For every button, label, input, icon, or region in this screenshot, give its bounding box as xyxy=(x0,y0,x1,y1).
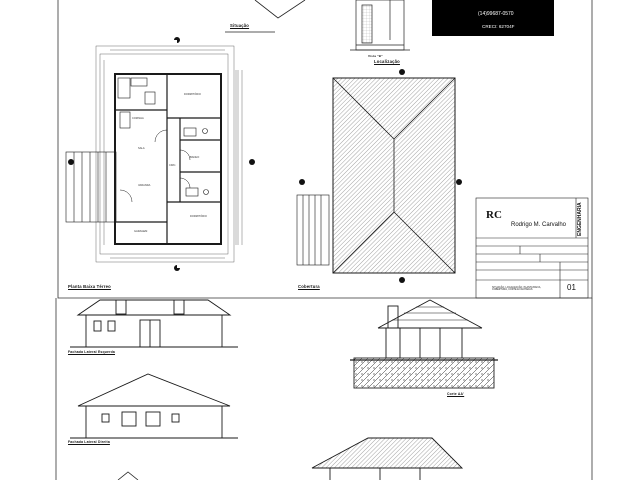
bottom-sketch xyxy=(117,471,139,481)
right-elevation xyxy=(70,373,238,439)
room-dormitorio-2: DORMITÓRIO xyxy=(190,215,207,218)
caption-localizacao: Localização xyxy=(374,59,400,64)
room-varanda: VARANDA xyxy=(138,184,151,187)
title-role: ENGENHARIA xyxy=(577,202,583,236)
title-sheet-number: 01 xyxy=(567,283,576,292)
caption-vista: Vista "B" xyxy=(368,54,383,58)
caption-corte: Corte AA' xyxy=(447,392,465,396)
contact-phone: (14)99687-0570 xyxy=(478,11,514,17)
room-garagem: GARAGEM xyxy=(134,230,148,233)
room-dormitorio-1: DORMITÓRIO xyxy=(184,93,201,96)
title-block xyxy=(475,197,589,299)
sheet-frame xyxy=(55,0,593,480)
contact-creci: CRECI: 62704F xyxy=(482,24,515,29)
left-elevation xyxy=(70,299,238,348)
front-elevation xyxy=(311,437,464,480)
caption-lateral-esquerda: Fachada Lateral Esquerda xyxy=(68,350,116,354)
room-banho: BANHO xyxy=(190,156,200,159)
caption-situacao: Situação xyxy=(230,23,250,28)
contact-panel xyxy=(432,0,554,36)
floor-plan xyxy=(65,37,255,271)
roof-plan xyxy=(296,69,462,283)
title-logo: RC xyxy=(486,209,502,221)
situation-sketch xyxy=(225,0,306,33)
room-sala: SALA xyxy=(138,147,145,150)
caption-cobertura: Cobertura xyxy=(298,284,320,289)
room-cozinha: COZINHA xyxy=(132,117,144,120)
title-name: Rodrigo M. Carvalho xyxy=(511,222,567,228)
section-aa xyxy=(350,299,498,389)
caption-lateral-direita: Fachada Lateral Direita xyxy=(68,440,110,444)
title-subject: SITUAÇÃO, LOCALIZAÇÃO, PLANTA BAIXA, COB… xyxy=(492,286,541,292)
caption-planta: Planta Baixa Térreo xyxy=(68,284,111,289)
room-circulacao: CIRC. xyxy=(169,164,177,167)
detail-vista-b xyxy=(350,0,410,51)
